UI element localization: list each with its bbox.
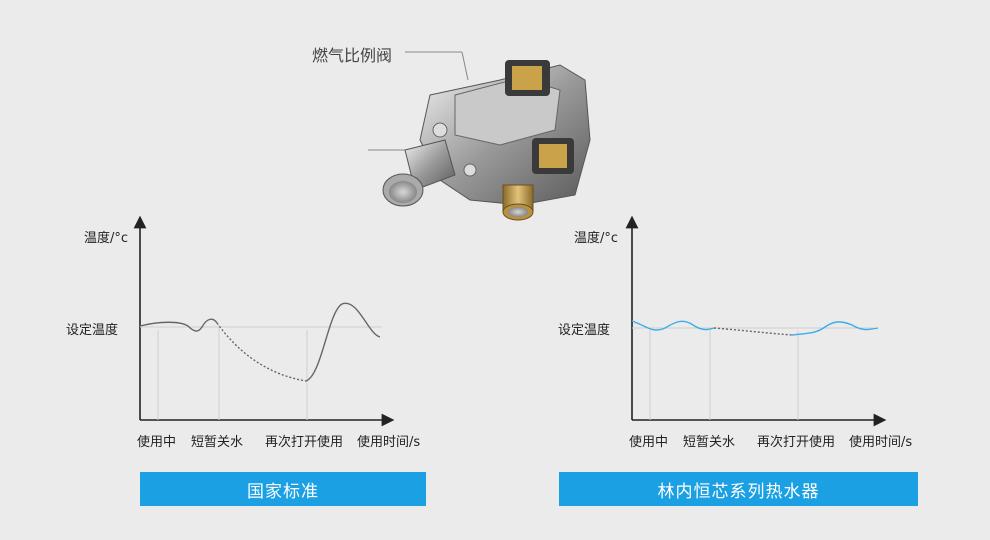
left-caption-banner: 国家标准 [140,472,426,506]
right-curve-dashed [713,327,793,336]
right-tick-short-off: 短暂关水 [683,435,736,450]
left-caption: 国家标准 [247,481,319,502]
left-setpoint-label: 设定温度 [66,323,119,338]
right-caption-banner: 林内恒芯系列热水器 [559,472,918,506]
right-caption: 林内恒芯系列热水器 [657,481,820,502]
left-tick-in-use: 使用中 [137,435,177,450]
right-tick-in-use: 使用中 [629,435,669,450]
left-curve-solid-1 [139,318,218,332]
right-y-label: 温度/°c [574,231,619,246]
right-chart [625,215,887,427]
left-tick-time: 使用时间/s [357,435,421,450]
right-setpoint-label: 设定温度 [558,323,611,338]
left-chart [133,215,395,427]
left-y-label: 温度/°c [84,231,129,246]
right-tick-reopen: 再次打开使用 [757,435,836,450]
right-curve-solid-2 [791,321,879,336]
left-tick-short-off: 短暂关水 [191,435,244,450]
gas-valve-image [368,51,591,221]
right-curve-solid-1 [631,320,715,331]
valve-label: 燃气比例阀 [312,46,393,65]
left-curve-dashed [216,322,307,382]
left-curve-solid-2 [305,302,381,382]
right-tick-time: 使用时间/s [849,435,913,450]
left-tick-reopen: 再次打开使用 [265,435,344,450]
